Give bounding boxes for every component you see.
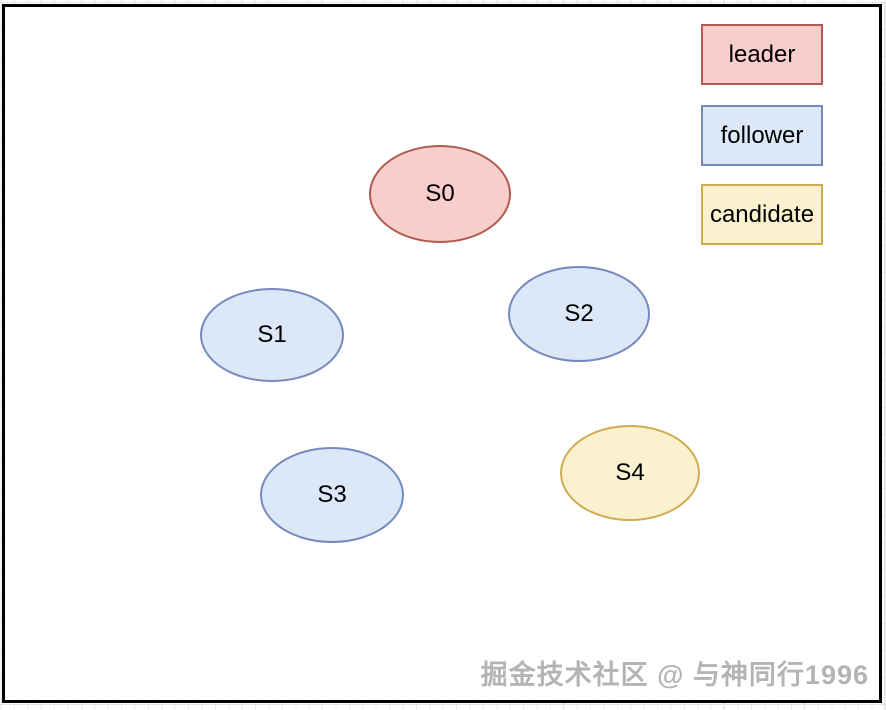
node-s1: S1 [200, 288, 344, 382]
legend-item-leader: leader [701, 24, 823, 85]
watermark: 掘金技术社区 @ 与神同行1996 [480, 660, 869, 690]
legend-label-follower: follower [720, 121, 804, 149]
node-s0: S0 [369, 145, 511, 243]
legend-label-leader: leader [728, 40, 796, 68]
node-label-s1: S1 [257, 321, 287, 348]
node-label-s3: S3 [317, 481, 347, 508]
node-label-s0: S0 [425, 180, 455, 207]
legend-item-candidate: candidate [701, 184, 823, 245]
node-s3: S3 [260, 447, 404, 543]
diagram-canvas: leader follower candidate S0 S1 S2 S3 S4… [2, 4, 882, 703]
legend-item-follower: follower [701, 105, 823, 166]
node-label-s4: S4 [615, 459, 645, 486]
node-label-s2: S2 [564, 300, 594, 327]
node-s4: S4 [560, 425, 700, 521]
legend-label-candidate: candidate [709, 200, 815, 228]
node-s2: S2 [508, 266, 650, 362]
